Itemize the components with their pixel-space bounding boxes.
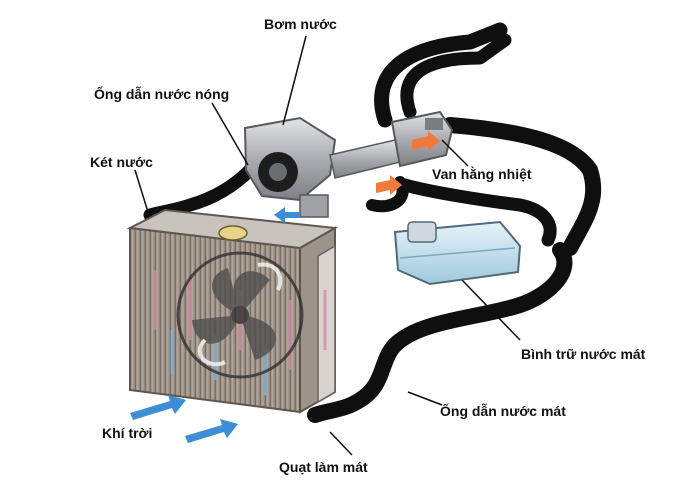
label-radiator: Két nước xyxy=(90,154,153,170)
label-cool-water-pipe: Ống dẫn nước mát xyxy=(440,403,566,419)
label-ambient-air: Khí trời xyxy=(102,425,153,441)
water-pump-icon xyxy=(243,116,401,218)
flow-arrows xyxy=(130,131,440,443)
air-arrow-upper xyxy=(130,395,186,420)
label-hot-water-pipe: Ống dẫn nước nóng xyxy=(94,86,230,102)
label-thermostat: Van hằng nhiệt xyxy=(432,166,532,182)
label-water-pump: Bơm nước xyxy=(264,16,337,32)
leader-lines xyxy=(134,35,521,456)
label-cooling-fan: Quạt làm mát xyxy=(279,459,368,475)
cooling-fan-icon xyxy=(176,251,304,379)
label-reservoir: Bình trữ nước mát xyxy=(521,346,646,362)
reservoir-tank-icon xyxy=(393,220,522,286)
hose-network xyxy=(143,22,602,423)
air-arrow-lower xyxy=(185,419,238,443)
